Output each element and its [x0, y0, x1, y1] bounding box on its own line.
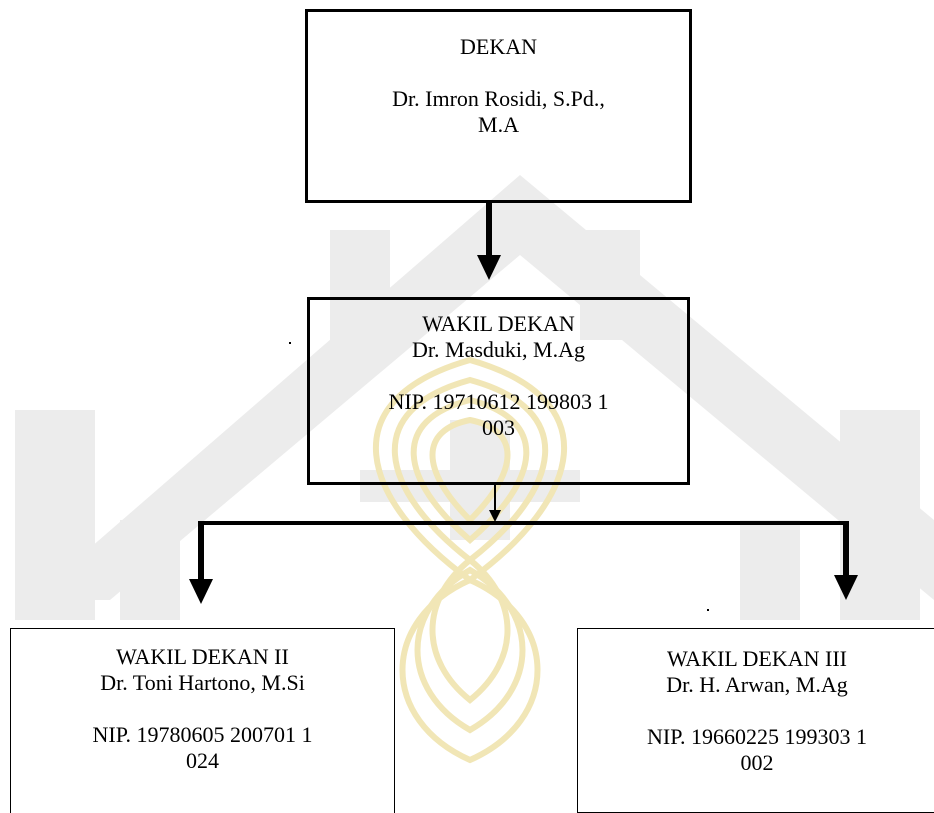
wakil-dekan-iii-nip-line-1: NIP. 19660225 199303 1 [646, 724, 867, 749]
wakil-dekan-ii-title: WAKIL DEKAN II [116, 644, 289, 669]
wakil-dekan-ii-nip-line-1: NIP. 19780605 200701 1 [92, 722, 313, 747]
dekan-name-line-2: M.A [478, 112, 519, 137]
node-wakil-dekan-ii: WAKIL DEKAN II Dr. Toni Hartono, M.Si NI… [10, 628, 395, 813]
wakil-dekan-ii-nip-line-2: 024 [186, 748, 219, 773]
wakil-dekan-iii-name: Dr. H. Arwan, M.Ag [666, 672, 848, 697]
wakil-dekan-nip-line-2: 003 [482, 415, 515, 440]
stray-dot [289, 342, 291, 344]
dekan-title: DEKAN [460, 34, 537, 59]
dekan-name-line-1: Dr. Imron Rosidi, S.Pd., [392, 86, 605, 111]
wakil-dekan-iii-title: WAKIL DEKAN III [666, 646, 848, 671]
wakil-dekan-ii-name: Dr. Toni Hartono, M.Si [100, 670, 305, 695]
wakil-dekan-iii-nip-line-2: 002 [740, 750, 774, 775]
arrowhead-to-wakil [477, 255, 501, 280]
arrowhead-to-wakil-iii [834, 575, 858, 600]
node-dekan: DEKAN Dr. Imron Rosidi, S.Pd., M.A [305, 9, 692, 203]
stray-dot [707, 609, 709, 611]
wakil-dekan-title: WAKIL DEKAN [422, 311, 575, 336]
node-wakil-dekan-iii: WAKIL DEKAN III Dr. H. Arwan, M.Ag NIP. … [577, 628, 934, 813]
wakil-dekan-nip-line-1: NIP. 19710612 199803 1 [388, 389, 609, 414]
arrowhead-small [489, 510, 501, 522]
node-wakil-dekan: WAKIL DEKAN Dr. Masduki, M.Ag NIP. 19710… [307, 297, 690, 485]
arrowhead-to-wakil-ii [189, 579, 213, 604]
wakil-dekan-name: Dr. Masduki, M.Ag [412, 337, 585, 362]
